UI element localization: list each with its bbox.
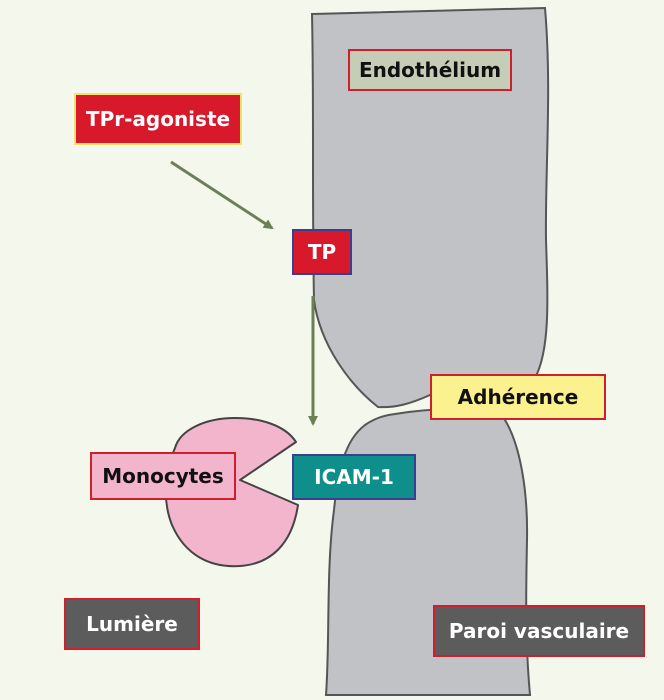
label-monocytes: Monocytes	[90, 452, 236, 500]
label-lumen: Lumière	[64, 598, 200, 650]
label-tp-receptor: TP	[292, 229, 352, 275]
label-vessel-wall: Paroi vasculaire	[433, 605, 645, 657]
endothelial-cell-upper	[310, 6, 550, 409]
label-endothelium: Endothélium	[348, 49, 512, 91]
label-tpr-agonist: TPr-agoniste	[74, 93, 242, 145]
label-adherence: Adhérence	[430, 374, 606, 420]
label-icam-1: ICAM-1	[292, 454, 416, 500]
arrow-agonist-to-tp	[170, 160, 274, 230]
